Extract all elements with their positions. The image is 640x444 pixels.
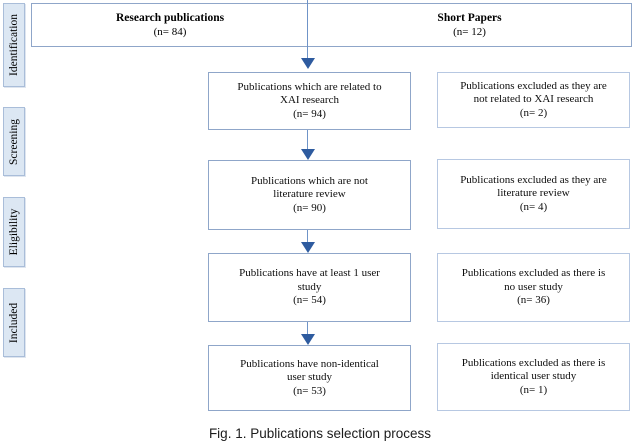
arrow-down-icon [301, 149, 315, 160]
box-count: (n= 1) [519, 383, 548, 396]
short-papers-title: Short Papers [437, 12, 502, 24]
box-count: (n= 53) [293, 384, 326, 397]
box-text-line: literature review [273, 188, 346, 201]
box-text-line: identical user study [490, 370, 577, 383]
box-count: (n= 90) [293, 201, 326, 214]
flow-arrow-line-4 [307, 322, 308, 335]
identification-header-box: Research publications (n= 84) Short Pape… [31, 3, 632, 47]
short-papers-count: (n= 12) [453, 26, 486, 38]
box-text-line: not related to XAI research [473, 93, 594, 106]
research-publications-count: (n= 84) [153, 26, 187, 38]
box-text-line: Publications have non-identical [240, 357, 379, 370]
box-text-line: Publications excluded as there is [461, 356, 606, 369]
stage-label-text: Eligibility [8, 208, 20, 256]
box-text-line: user study [287, 371, 332, 384]
box-text-line: literature review [497, 187, 570, 200]
box-text-line: no user study [504, 280, 563, 293]
included-box-related-to-xai: Publications which are related to XAI re… [208, 72, 411, 130]
excluded-box-not-related-to-xai: Publications excluded as they are not re… [437, 72, 630, 128]
box-text-line: Publications excluded as they are [460, 173, 607, 186]
flow-arrow-line-2 [307, 130, 308, 150]
box-text-line: study [297, 280, 322, 293]
box-text-line: XAI research [280, 94, 339, 107]
included-box-at-least-1-user-study: Publications have at least 1 user study … [208, 253, 411, 322]
excluded-box-literature-review: Publications excluded as they are litera… [437, 159, 630, 229]
stage-label-text: Screening [8, 118, 20, 165]
included-box-non-identical-user-study: Publications have non-identical user stu… [208, 345, 411, 411]
stage-label-text: Included [8, 302, 20, 343]
flow-arrow-line-1 [307, 0, 308, 60]
arrow-down-icon [301, 334, 315, 345]
stage-label-text: Identification [8, 14, 20, 76]
box-text-line: Publications excluded as there is [461, 267, 606, 280]
box-count: (n= 94) [293, 107, 326, 120]
box-count: (n= 4) [519, 200, 548, 213]
stage-label-included: Included [3, 288, 25, 357]
box-text-line: Publications which are related to [237, 80, 382, 93]
box-count: (n= 2) [519, 106, 548, 119]
excluded-box-no-user-study: Publications excluded as there is no use… [437, 253, 630, 322]
research-publications-cell: Research publications (n= 84) [32, 4, 308, 46]
arrow-down-icon [301, 242, 315, 253]
stage-label-eligibility: Eligibility [3, 197, 25, 267]
box-text-line: Publications excluded as they are [460, 79, 607, 92]
flow-arrow-line-3 [307, 230, 308, 243]
research-publications-title: Research publications [115, 12, 225, 24]
stage-label-identification: Identification [3, 3, 25, 87]
included-box-not-literature-review: Publications which are not literature re… [208, 160, 411, 230]
stage-label-screening: Screening [3, 107, 25, 176]
figure-caption: Fig. 1. Publications selection process [208, 426, 432, 441]
short-papers-cell: Short Papers (n= 12) [308, 4, 631, 46]
box-count: (n= 36) [517, 294, 550, 307]
box-text-line: Publications have at least 1 user [239, 267, 380, 280]
box-text-line: Publications which are not [250, 174, 368, 187]
box-count: (n= 54) [293, 294, 326, 307]
excluded-box-identical-user-study: Publications excluded as there is identi… [437, 343, 630, 411]
arrow-down-icon [301, 58, 315, 69]
